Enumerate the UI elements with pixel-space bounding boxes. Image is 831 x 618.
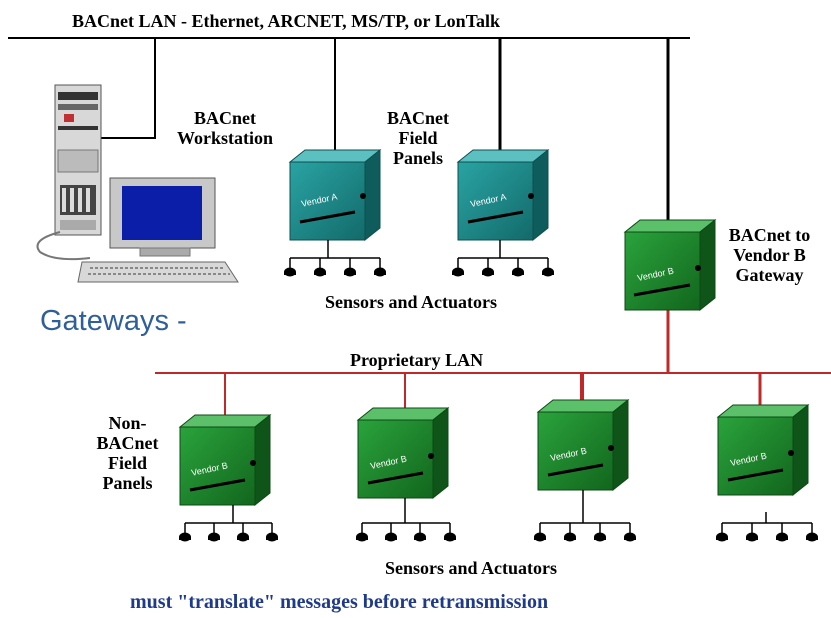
- field-panels-label: BACnet Field Panels: [387, 108, 449, 168]
- sensor-bus-b3: [534, 490, 636, 542]
- workstation-drop-line: [95, 38, 156, 139]
- vendor-b-panel-3: Vendor B: [536, 398, 630, 492]
- top-network-label: BACnet LAN - Ethernet, ARCNET, MS/TP, or…: [72, 11, 501, 31]
- vendor-b-panel-2: Vendor B: [356, 406, 450, 500]
- sensors-top-label: Sensors and Actuators: [325, 292, 498, 312]
- gateways-heading: Gateways -: [40, 305, 187, 337]
- vendor-a-panel-1: Vendor A: [288, 148, 382, 242]
- sensor-bus-a2: [452, 240, 554, 277]
- vendor-b-panel-1: Vendor B: [178, 413, 272, 507]
- footer-text: must "translate" messages before retrans…: [130, 591, 549, 613]
- workstation-label: BACnet Workstation: [176, 108, 273, 148]
- sensor-bus-b1: [179, 505, 278, 542]
- workstation-icon: [36, 84, 239, 283]
- sensor-bus-a1: [284, 240, 386, 277]
- gateway-label: BACnet to Vendor B Gateway: [728, 225, 811, 285]
- sensor-bus-b4: [716, 512, 818, 542]
- sensor-bus-b2: [356, 498, 456, 542]
- vendor-b-panel-4: Vendor B: [716, 403, 810, 497]
- sensors-bottom-label: Sensors and Actuators: [385, 558, 558, 578]
- non-bacnet-label: Non- BACnet Field Panels: [96, 413, 159, 493]
- gateway-panel: Vendor B: [623, 218, 717, 312]
- vendor-a-panel-2: Vendor A: [456, 148, 550, 242]
- proprietary-lan-label: Proprietary LAN: [350, 350, 484, 370]
